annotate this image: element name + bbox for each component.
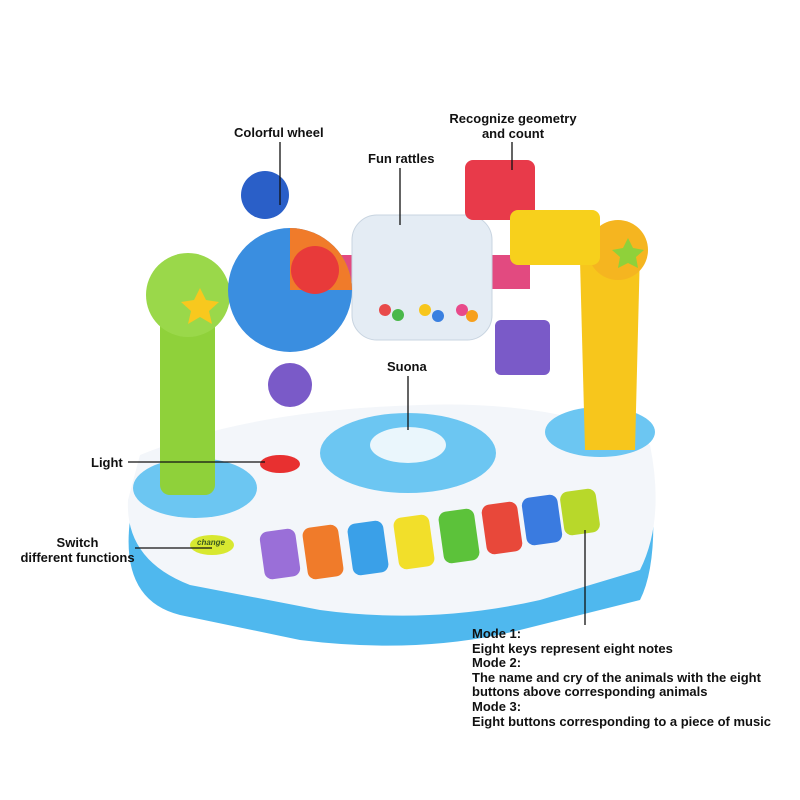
mode-1-text: Eight keys represent eight notes: [472, 640, 673, 656]
modes-description: Mode 1: Eight keys represent eight notes…: [472, 626, 772, 729]
red-cube: [465, 160, 535, 220]
change-button[interactable]: [190, 535, 234, 555]
key-5[interactable]: [438, 508, 481, 565]
suona-speaker: [370, 427, 446, 463]
wheel-top-ball: [241, 171, 289, 219]
mode-3-title: Mode 3:: [472, 698, 522, 714]
label-switch-line2: different functions: [20, 550, 135, 565]
toy-base-top: [127, 404, 656, 616]
mode-2-title: Mode 2:: [472, 655, 522, 671]
label-fun-rattles: Fun rattles: [368, 151, 435, 166]
key-1[interactable]: [259, 528, 301, 581]
label-colorful-wheel: Colorful wheel: [234, 125, 324, 140]
label-switch-line1: Switch: [56, 535, 99, 550]
label-geometry-line2: and count: [481, 126, 545, 141]
wheel-purple-ball: [268, 363, 312, 407]
label-geometry: Recognize geometry and count: [448, 111, 578, 141]
piano-keys: [259, 488, 601, 581]
mode-1-title: Mode 1:: [472, 626, 522, 641]
wheel-red-ball: [291, 246, 339, 294]
key-7[interactable]: [521, 494, 563, 547]
label-suona: Suona: [387, 359, 427, 374]
key-4[interactable]: [393, 514, 436, 571]
key-8[interactable]: [559, 488, 601, 537]
mode-2-text-1: The name and cry of the animals with the…: [472, 669, 761, 685]
rattle-beads: [379, 304, 478, 322]
label-geometry-line1: Recognize geometry: [449, 111, 577, 126]
mode-2-text-2: buttons above corresponding animals: [472, 684, 708, 700]
green-pillar: [160, 300, 215, 495]
purple-cube: [495, 320, 550, 375]
yellow-block: [510, 210, 600, 265]
yellow-pillar: [580, 250, 640, 450]
callout-lines: [128, 142, 586, 625]
label-switch: Switch different functions: [20, 535, 135, 565]
label-light: Light: [91, 455, 123, 470]
mode-3-text: Eight buttons corresponding to a piece o…: [472, 713, 772, 729]
key-2[interactable]: [302, 524, 345, 581]
key-6[interactable]: [481, 501, 524, 556]
green-ball: [146, 253, 230, 337]
star-icon: [181, 288, 219, 324]
light-button[interactable]: [260, 455, 300, 473]
star-icon: [612, 238, 644, 268]
change-button-text: change: [197, 538, 226, 547]
key-3[interactable]: [347, 520, 390, 577]
